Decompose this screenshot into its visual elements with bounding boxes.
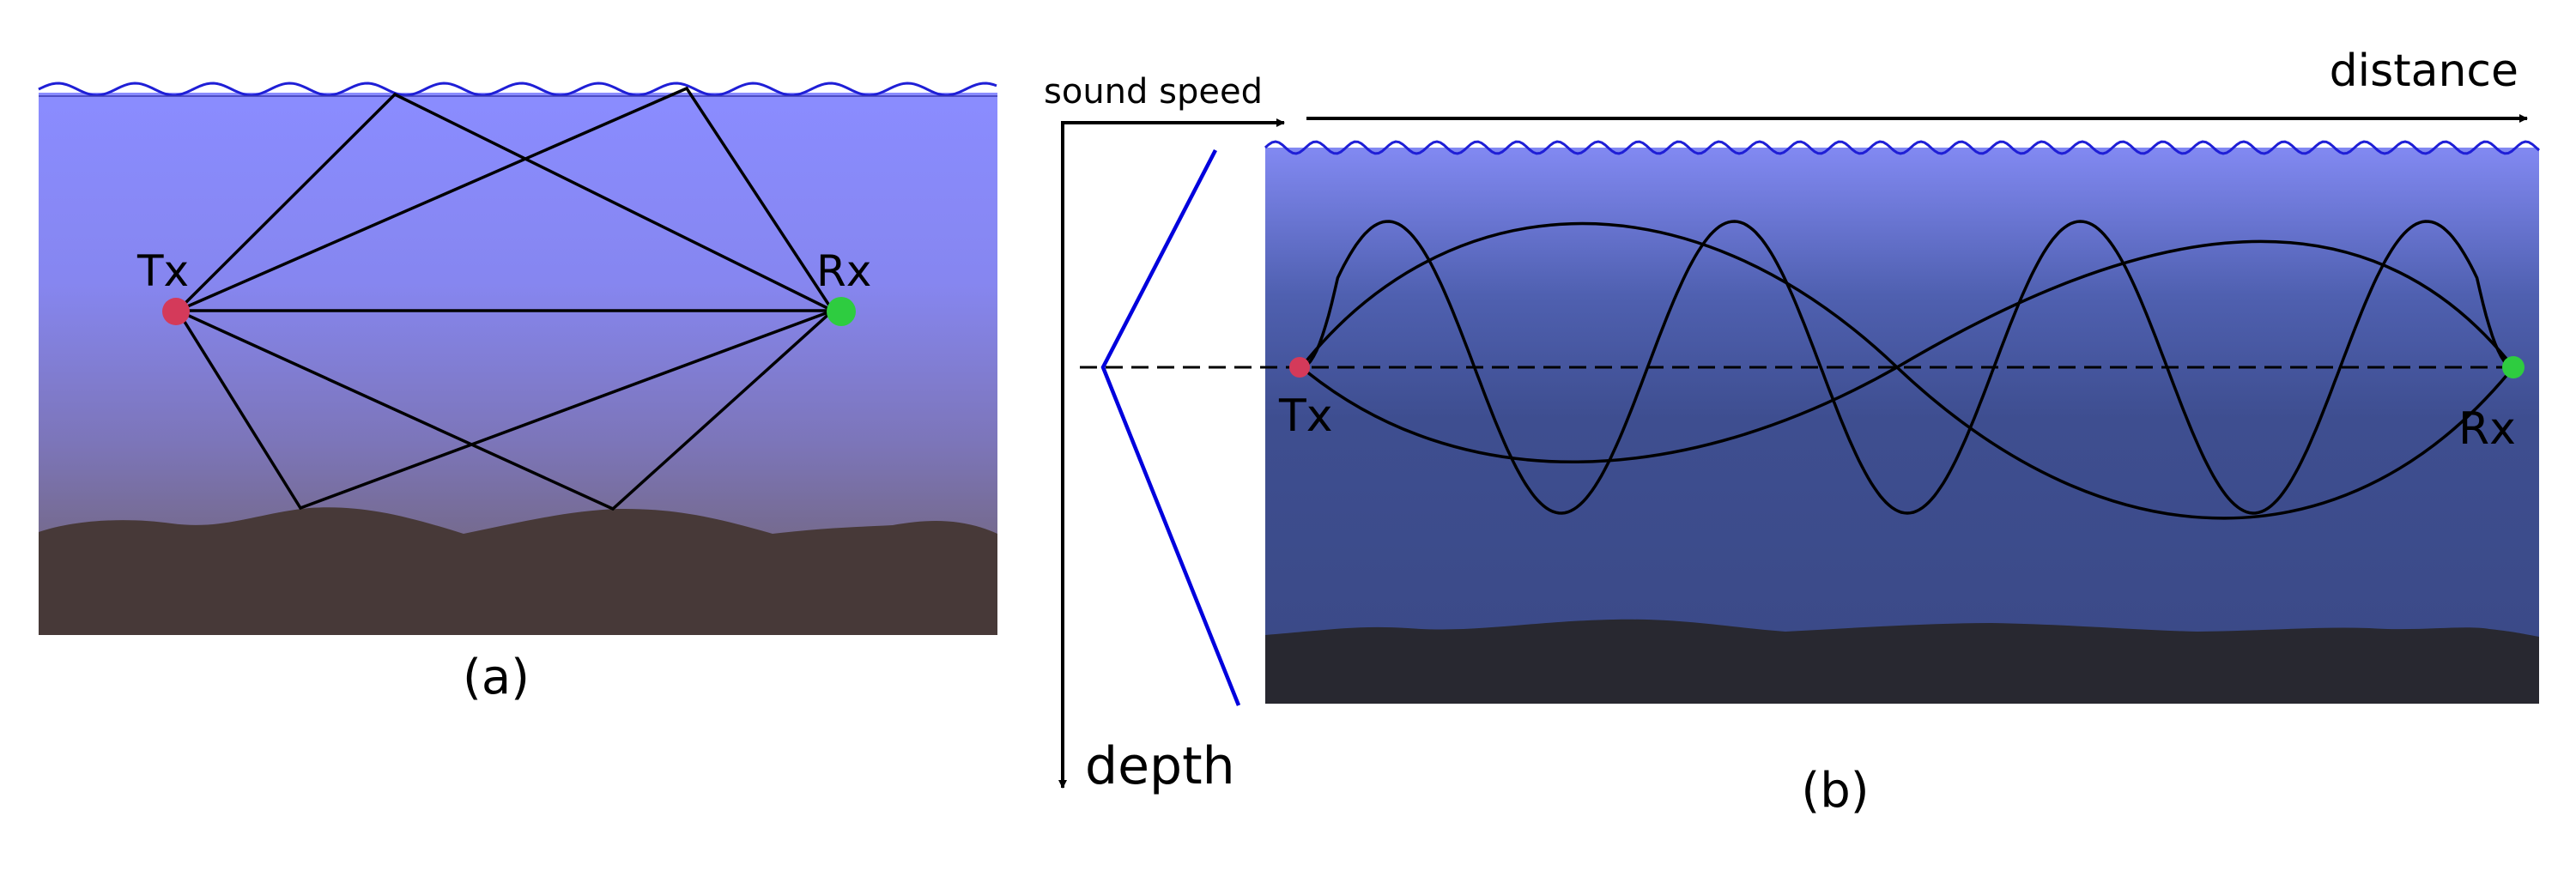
panel-b-tx-dot: [1289, 357, 1310, 378]
depth-label: depth: [1085, 736, 1235, 796]
panel-b-water: [1265, 148, 2539, 642]
ray-low-angle-lower-arc: [1300, 239, 2515, 463]
ray-bottom-bounce-1: [176, 309, 833, 511]
ray-surface-bounce-2: [177, 86, 834, 312]
panel-a-tx-label: Tx: [136, 246, 189, 296]
ray-high-angle-oscillating: [1300, 220, 2514, 515]
ray-surface-bounce-1: [176, 92, 833, 312]
sound-speed-label: sound speed: [1044, 72, 1263, 112]
panel-b-seabed: [1265, 619, 2539, 704]
panel-a-seabed: [39, 507, 997, 635]
panel-b: Tx Rx sound speed depth distance (b): [1044, 45, 2541, 819]
panel-b-tx-label: Tx: [1278, 390, 1333, 442]
panel-b-rays: [1300, 220, 2515, 520]
panel-a-rx-dot: [827, 297, 856, 326]
sound-speed-profile: [1100, 148, 1241, 706]
panel-a-rx-label: Rx: [816, 246, 871, 296]
panel-b-rx-label: Rx: [2458, 403, 2516, 455]
panel-b-surface-wave: [1264, 140, 2541, 155]
distance-label: distance: [2330, 45, 2518, 97]
panel-a: Tx Rx (a): [38, 82, 997, 705]
panel-a-caption: (a): [463, 650, 530, 705]
panel-b-rx-dot: [2502, 356, 2524, 378]
panel-a-rays: [176, 86, 834, 511]
panel-a-tx-dot: [162, 298, 190, 325]
panel-a-surface-wave: [38, 82, 997, 97]
ray-bottom-bounce-2: [177, 309, 834, 511]
panel-b-caption: (b): [1801, 763, 1869, 819]
